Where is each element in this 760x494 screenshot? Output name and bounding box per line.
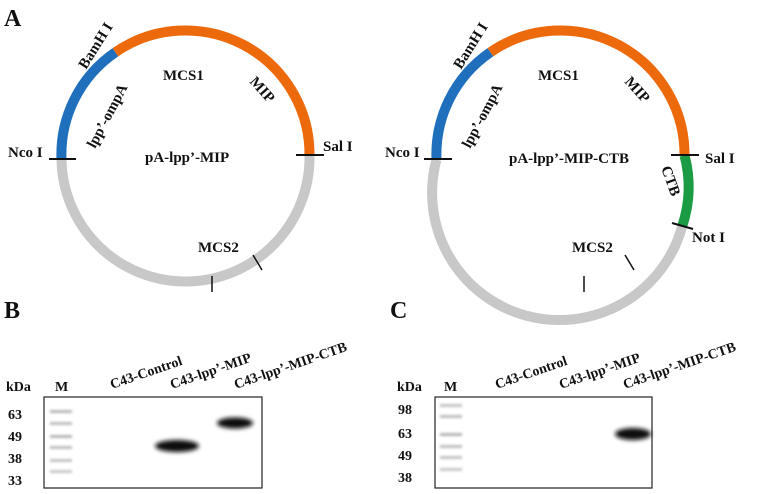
plasmid-2-mip-arc: [487, 25, 690, 156]
panel-b-marker-band: [50, 446, 72, 449]
plasmid-1-nco-label: Nco I: [8, 145, 43, 161]
panel-a-letter: A: [4, 6, 22, 32]
panel-c-kda-label: kDa: [397, 380, 422, 395]
panel-c-marker-band: [440, 468, 462, 471]
plasmid-1-mcs1-label: MCS1: [163, 68, 204, 84]
plasmid-1-map: Nco I BamH I lpp’-ompA MCS1 MIP Sal I pA…: [8, 20, 353, 292]
panel-c-marker-band: [440, 404, 462, 407]
panel-c-marker-ladder: [440, 404, 462, 471]
panel-c-tick-38: 38: [398, 471, 412, 486]
plasmid-2-mcs2-mark-right: [624, 254, 635, 271]
panel-c-tick-63: 63: [398, 427, 412, 442]
plasmid-2-mip-label: MIP: [621, 74, 652, 106]
plasmid-1-mcs2-label: MCS2: [198, 240, 239, 256]
plasmid-1-mip-arc: [112, 25, 315, 156]
panel-b-marker-ladder: [50, 410, 72, 473]
panel-b-tick-49: 49: [8, 430, 22, 445]
panel-b-band-lpp-mip: [155, 440, 199, 452]
panel-b-tick-33: 33: [8, 474, 22, 489]
plasmid-1-sal-label: Sal I: [323, 139, 353, 155]
plasmid-2-name: pA-lpp’-MIP-CTB: [509, 151, 629, 167]
plasmid-1-backbone-arc: [56, 155, 315, 287]
plasmid-2-mcs1-label: MCS1: [538, 68, 579, 84]
plasmid-2-mcs2-label: MCS2: [572, 240, 613, 256]
plasmid-2-backbone-arc: [427, 158, 688, 326]
plasmid-1-name: pA-lpp’-MIP: [145, 150, 229, 166]
panel-b-marker-band: [50, 459, 72, 462]
panel-c-marker-band: [440, 415, 462, 418]
panel-c-marker-band: [440, 456, 462, 459]
panel-b-marker-band: [50, 435, 72, 438]
plasmid-2-map: Nco I BamH I lpp’-ompA MCS1 MIP Sal I CT…: [385, 20, 735, 326]
panel-c-tick-98: 98: [398, 403, 412, 418]
panel-c-band-lpp-mip-ctb: [615, 428, 651, 440]
plasmid-2-not-site-mark: [671, 222, 694, 230]
panel-b-marker-label: M: [55, 380, 68, 395]
plasmid-2-lpp-ompa-label: lpp’-ompA: [459, 81, 506, 150]
plasmid-1-lpp-ompa-arc: [56, 48, 119, 160]
panel-c-blot: [434, 396, 653, 489]
panel-c-lane-3-label: C43-lpp’-MIP-CTB: [621, 340, 738, 393]
panel-c-marker-band: [440, 433, 462, 436]
panel-b-tick-63: 63: [8, 408, 22, 423]
panel-b-blot: [43, 396, 263, 489]
panel-c-marker-band: [440, 445, 462, 448]
plasmid-2-ctb-label: CTB: [657, 164, 683, 198]
panel-b-tick-38: 38: [8, 452, 22, 467]
panel-c-marker-label: M: [444, 380, 457, 395]
panel-b-band-lpp-mip-ctb: [217, 417, 253, 429]
plasmid-2-lpp-ompa-arc: [431, 48, 494, 160]
plasmid-1-mip-label: MIP: [246, 74, 277, 106]
plasmid-2-sal-label: Sal I: [705, 151, 735, 167]
panel-b-kda-label: kDa: [6, 380, 31, 395]
panel-b-marker-band: [50, 410, 72, 413]
panel-c-lane-1-label: C43-Control: [493, 354, 569, 393]
plasmid-2-ctb-arc: [677, 154, 694, 228]
panel-b-letter: B: [4, 298, 20, 324]
panel-b-marker-band: [50, 470, 72, 473]
plasmid-1-lpp-ompa-label: lpp’-ompA: [84, 81, 131, 150]
panel-b-lane-3-label: C43-lpp’-MIP-CTB: [232, 340, 349, 393]
panel-c-tick-49: 49: [398, 449, 412, 464]
plasmid-2-not-label: Not I: [692, 230, 725, 246]
panel-b-marker-band: [50, 422, 72, 425]
plasmid-2-nco-label: Nco I: [385, 145, 420, 161]
plasmid-1-mcs2-mark-right: [252, 254, 263, 271]
panel-c-letter: C: [390, 298, 407, 324]
